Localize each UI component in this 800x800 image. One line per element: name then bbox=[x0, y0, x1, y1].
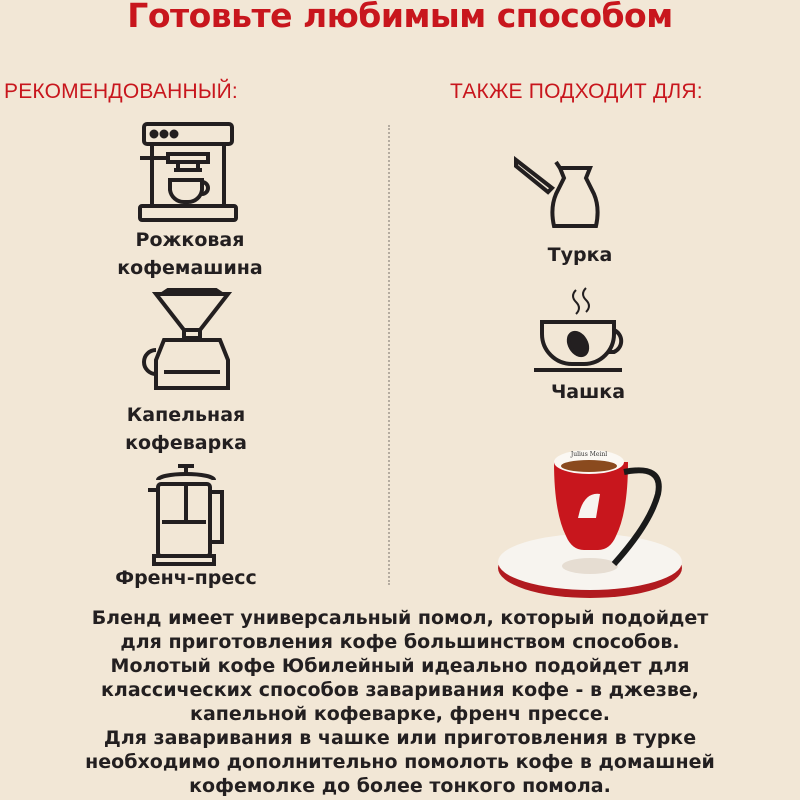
cup-icon bbox=[534, 287, 624, 372]
page-title: Готовьте любимым способом bbox=[127, 0, 673, 35]
drip-coffee-maker-icon bbox=[142, 288, 233, 390]
also-suitable-heading: ТАКЖЕ ПОДХОДИТ ДЛЯ: bbox=[450, 80, 703, 103]
espresso-machine-icon bbox=[138, 122, 238, 222]
column-divider bbox=[388, 125, 390, 585]
julius-meinl-cup-photo: Julius Meinl bbox=[498, 450, 682, 598]
cup-label: Чашка bbox=[550, 381, 626, 403]
turka-label: Турка bbox=[547, 244, 613, 266]
french-press-icon bbox=[148, 464, 224, 566]
turka-icon bbox=[514, 155, 600, 228]
svg-text:Julius Meinl: Julius Meinl bbox=[570, 451, 607, 458]
recommended-heading: РЕКОМЕНДОВАННЫЙ: bbox=[4, 80, 238, 103]
description-text: Бленд имеет универсальный помол, который… bbox=[85, 607, 715, 797]
french-press-label: Френч-пресс bbox=[115, 567, 257, 589]
